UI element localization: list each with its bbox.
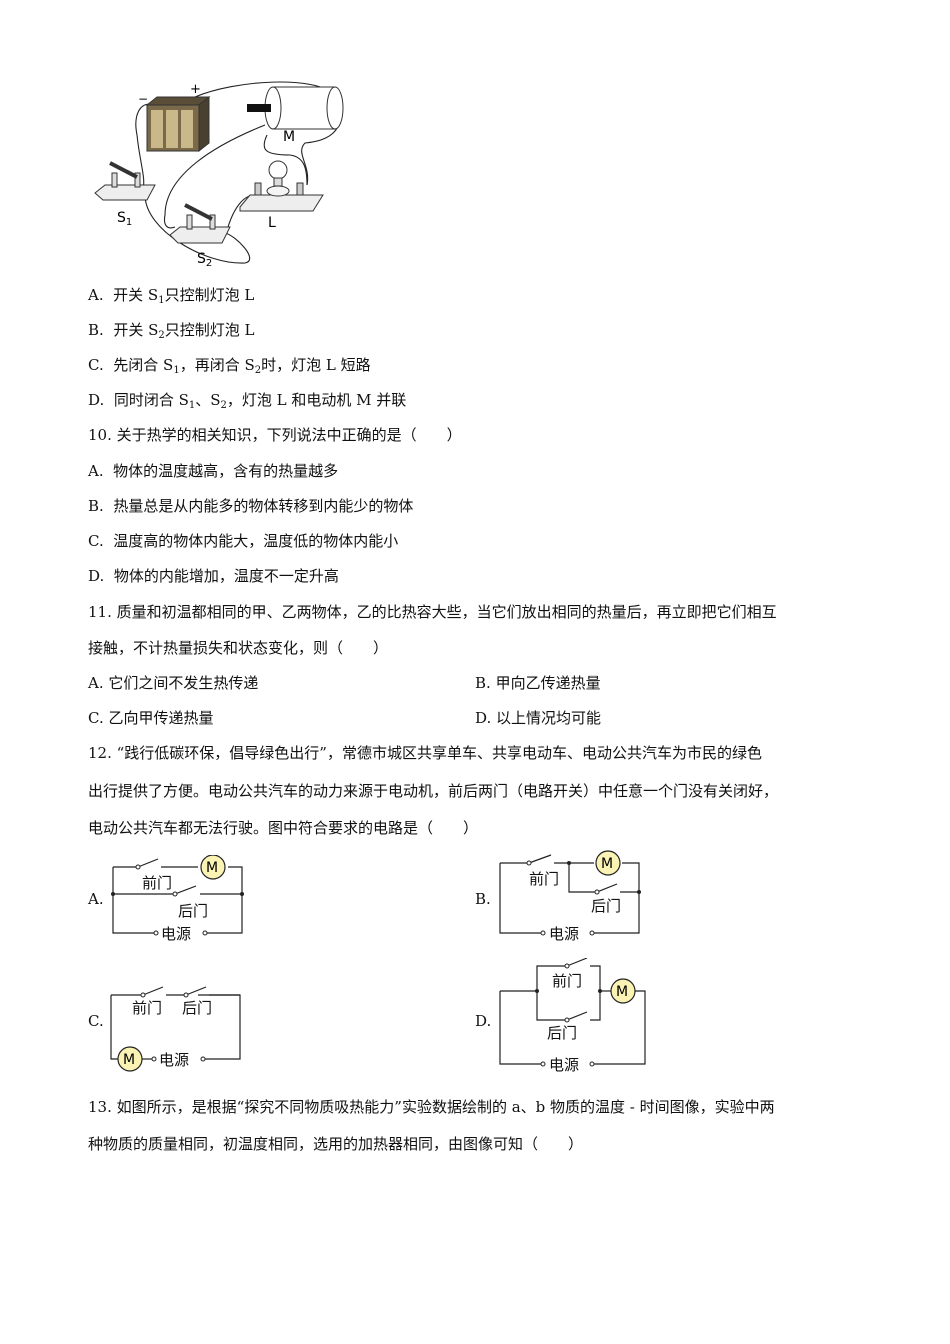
q12-option-b-key: B.	[475, 890, 491, 908]
svg-text:前门: 前门	[529, 870, 559, 888]
q12-stem-line1: 12. “践行低碳环保，倡导绿色出行”，常德市城区共享单车、共享电动车、电动公共…	[88, 744, 762, 762]
q10-option-c: C. 温度高的物体内能大，温度低的物体内能小	[88, 532, 399, 550]
switch-s2-label: S2	[197, 251, 212, 269]
lamp-label: L	[268, 215, 276, 231]
motor-label: M	[283, 129, 295, 145]
q9-circuit-figure: − + M S1 S2 L	[94, 81, 344, 269]
q12-circuit-d: M 前门 后门 电源	[499, 958, 646, 1074]
battery-icon	[145, 95, 211, 153]
q11-option-d: D. 以上情况均可能	[475, 709, 602, 727]
svg-text:前门: 前门	[142, 874, 172, 892]
q10-stem: 10. 关于热学的相关知识，下列说法中正确的是（ ）	[88, 426, 462, 444]
q12-option-d-key: D.	[475, 1012, 492, 1030]
q11-stem-line1: 11. 质量和初温都相同的甲、乙两物体，乙的比热容大些，当它们放出相同的热量后，…	[88, 603, 777, 621]
q12-circuit-c: M 前门 后门 电源	[110, 986, 241, 1072]
q9-option-b: B. 开关 S2只控制灯泡 L	[88, 321, 255, 341]
svg-text:电源: 电源	[161, 925, 191, 943]
svg-text:后门: 后门	[591, 897, 621, 915]
q12-stem-line2: 出行提供了方便。电动公共汽车的动力来源于电动机，前后两门（电路开关）中任意一个门…	[88, 782, 779, 800]
battery-plus-label: +	[190, 82, 201, 97]
svg-text:电源: 电源	[159, 1051, 189, 1069]
q13-stem-line2: 种物质的质量相同，初温度相同，选用的加热器相同，由图像可知（ ）	[88, 1135, 584, 1153]
q11-option-a: A. 它们之间不发生热传递	[88, 674, 259, 692]
q13-stem-line1: 13. 如图所示，是根据“探究不同物质吸热能力”实验数据绘制的 a、b 物质的温…	[88, 1098, 775, 1116]
switch-s1-label: S1	[117, 210, 132, 228]
motor-icon	[247, 86, 344, 130]
svg-text:M: M	[601, 856, 613, 872]
svg-text:M: M	[123, 1052, 135, 1068]
svg-text:M: M	[206, 860, 218, 876]
motor-icon: M	[610, 978, 636, 1004]
q12-option-c-key: C.	[88, 1012, 104, 1030]
switch-s2-icon	[169, 203, 231, 244]
q11-stem-line2: 接触，不计热量损失和状态变化，则（ ）	[88, 639, 389, 657]
q11-option-b: B. 甲向乙传递热量	[475, 674, 601, 692]
svg-text:前门: 前门	[132, 999, 162, 1017]
lamp-icon	[239, 160, 324, 212]
q10-option-a: A. 物体的温度越高，含有的热量越多	[88, 462, 339, 480]
motor-icon: M	[117, 1046, 143, 1072]
switch-s1-icon	[94, 161, 156, 201]
svg-text:后门: 后门	[178, 902, 208, 920]
q9-option-c: C. 先闭合 S1，再闭合 S2时，灯泡 L 短路	[88, 356, 371, 376]
motor-icon: M	[595, 850, 621, 876]
q10-option-d: D. 物体的内能增加，温度不一定升高	[88, 567, 339, 585]
svg-text:M: M	[616, 984, 628, 1000]
battery-minus-label: −	[138, 92, 148, 106]
q12-stem-line3: 电动公共汽车都无法行驶。图中符合要求的电路是（ ）	[88, 819, 479, 837]
motor-icon: M	[200, 855, 226, 880]
q12-circuit-b: M 前门 后门 电源	[499, 850, 641, 943]
q9-option-d: D. 同时闭合 S1、S2，灯泡 L 和电动机 M 并联	[88, 391, 407, 411]
q9-option-a: A. 开关 S1只控制灯泡 L	[88, 286, 255, 306]
svg-text:后门: 后门	[547, 1024, 577, 1042]
svg-text:前门: 前门	[552, 972, 582, 990]
q11-option-c: C. 乙向甲传递热量	[88, 709, 214, 727]
svg-text:电源: 电源	[549, 925, 579, 943]
q12-option-a-key: A.	[88, 890, 104, 908]
q10-option-b: B. 热量总是从内能多的物体转移到内能少的物体	[88, 497, 414, 515]
svg-text:电源: 电源	[549, 1056, 579, 1074]
q12-circuit-a: M 前门 后门 电源	[111, 855, 244, 943]
svg-text:后门: 后门	[182, 999, 212, 1017]
